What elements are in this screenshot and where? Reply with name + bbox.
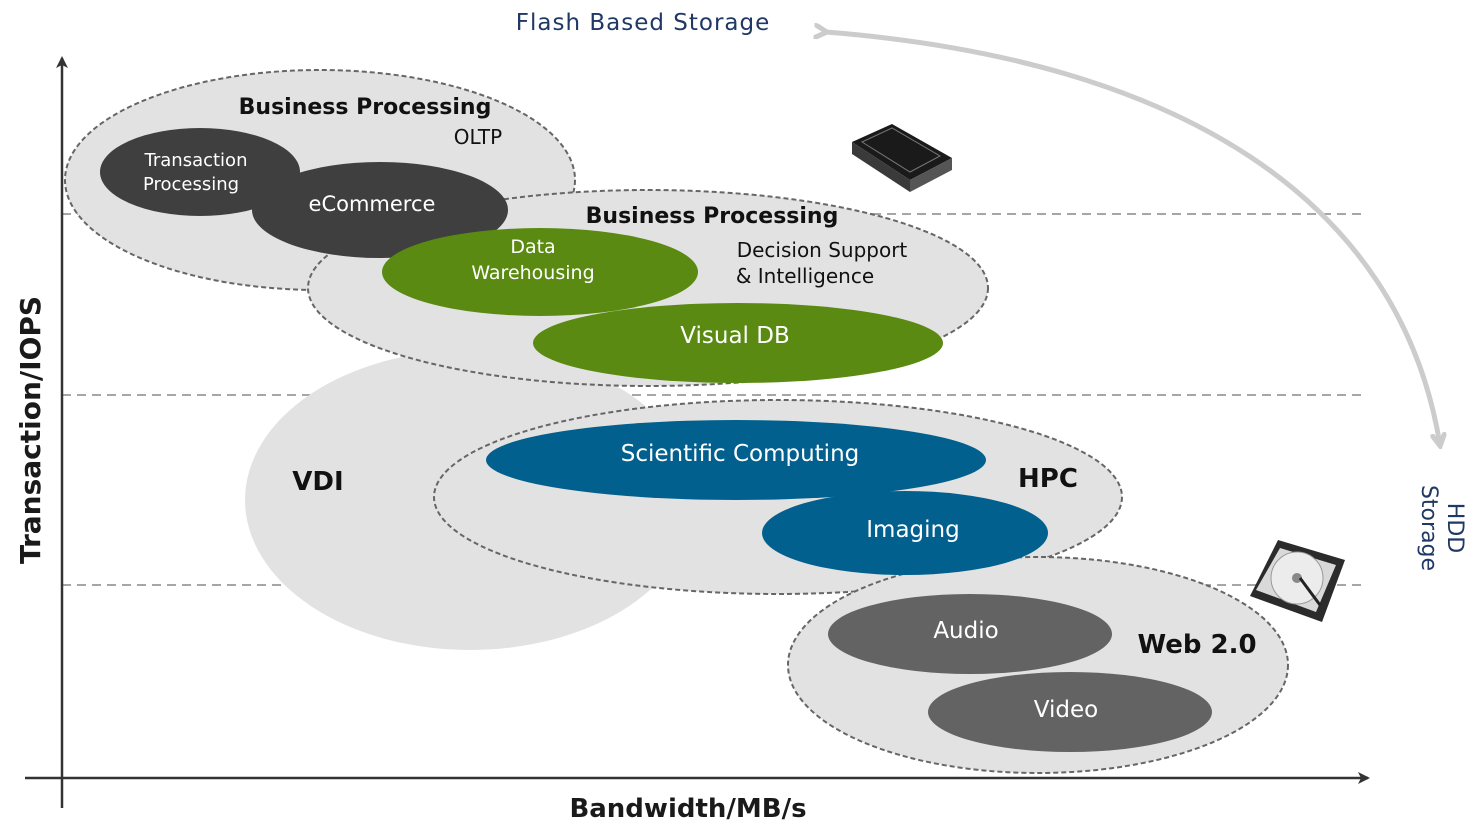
x-axis-label: Bandwidth/MB/s [569,794,806,823]
item-audio-ellipse [828,594,1112,674]
item-data-warehousing-ellipse [382,228,698,316]
y-axis-label: Transaction/IOPS [14,296,47,564]
flash-storage-label: Flash Based Storage [516,10,771,36]
flash-hdd-curved-arrow [826,32,1440,445]
group-dss-subtitle-line1: Decision Support [737,238,908,262]
hdd-icon [1250,540,1345,622]
item-ecommerce-ellipse [252,162,508,258]
item-scientific-computing-ellipse [486,420,986,500]
item-scientific-computing-label: Scientific Computing [621,441,860,467]
item-visual-db-label: Visual DB [680,323,789,349]
group-oltp-title: Business Processing [239,95,492,120]
item-visual-db-ellipse [533,303,943,383]
group-vdi-title: VDI [292,467,343,497]
item-ecommerce-label: eCommerce [309,192,436,216]
group-web-title: Web 2.0 [1137,630,1256,660]
hdd-storage-label-line1: HDD [1442,503,1467,553]
item-transaction-processing-line2: Processing [143,174,239,195]
item-audio-label: Audio [933,618,998,644]
group-dss-subtitle-line2: & Intelligence [736,264,874,288]
hdd-storage-label-line2: Storage [1416,485,1441,571]
hdd-storage-label: HDD Storage [1416,485,1467,571]
ssd-icon [852,124,952,192]
group-oltp-subtitle: OLTP [454,125,502,149]
item-imaging-ellipse [762,491,1048,575]
item-data-warehousing-line1: Data [510,236,555,258]
item-video-label: Video [1034,697,1098,723]
item-video-ellipse [928,672,1212,752]
group-hpc-title: HPC [1018,464,1078,494]
item-data-warehousing-line2: Warehousing [471,262,594,284]
item-transaction-processing-line1: Transaction [144,150,248,171]
item-transaction-processing-ellipse [100,128,300,216]
group-dss-title: Business Processing [586,204,839,229]
item-imaging-label: Imaging [866,517,959,543]
